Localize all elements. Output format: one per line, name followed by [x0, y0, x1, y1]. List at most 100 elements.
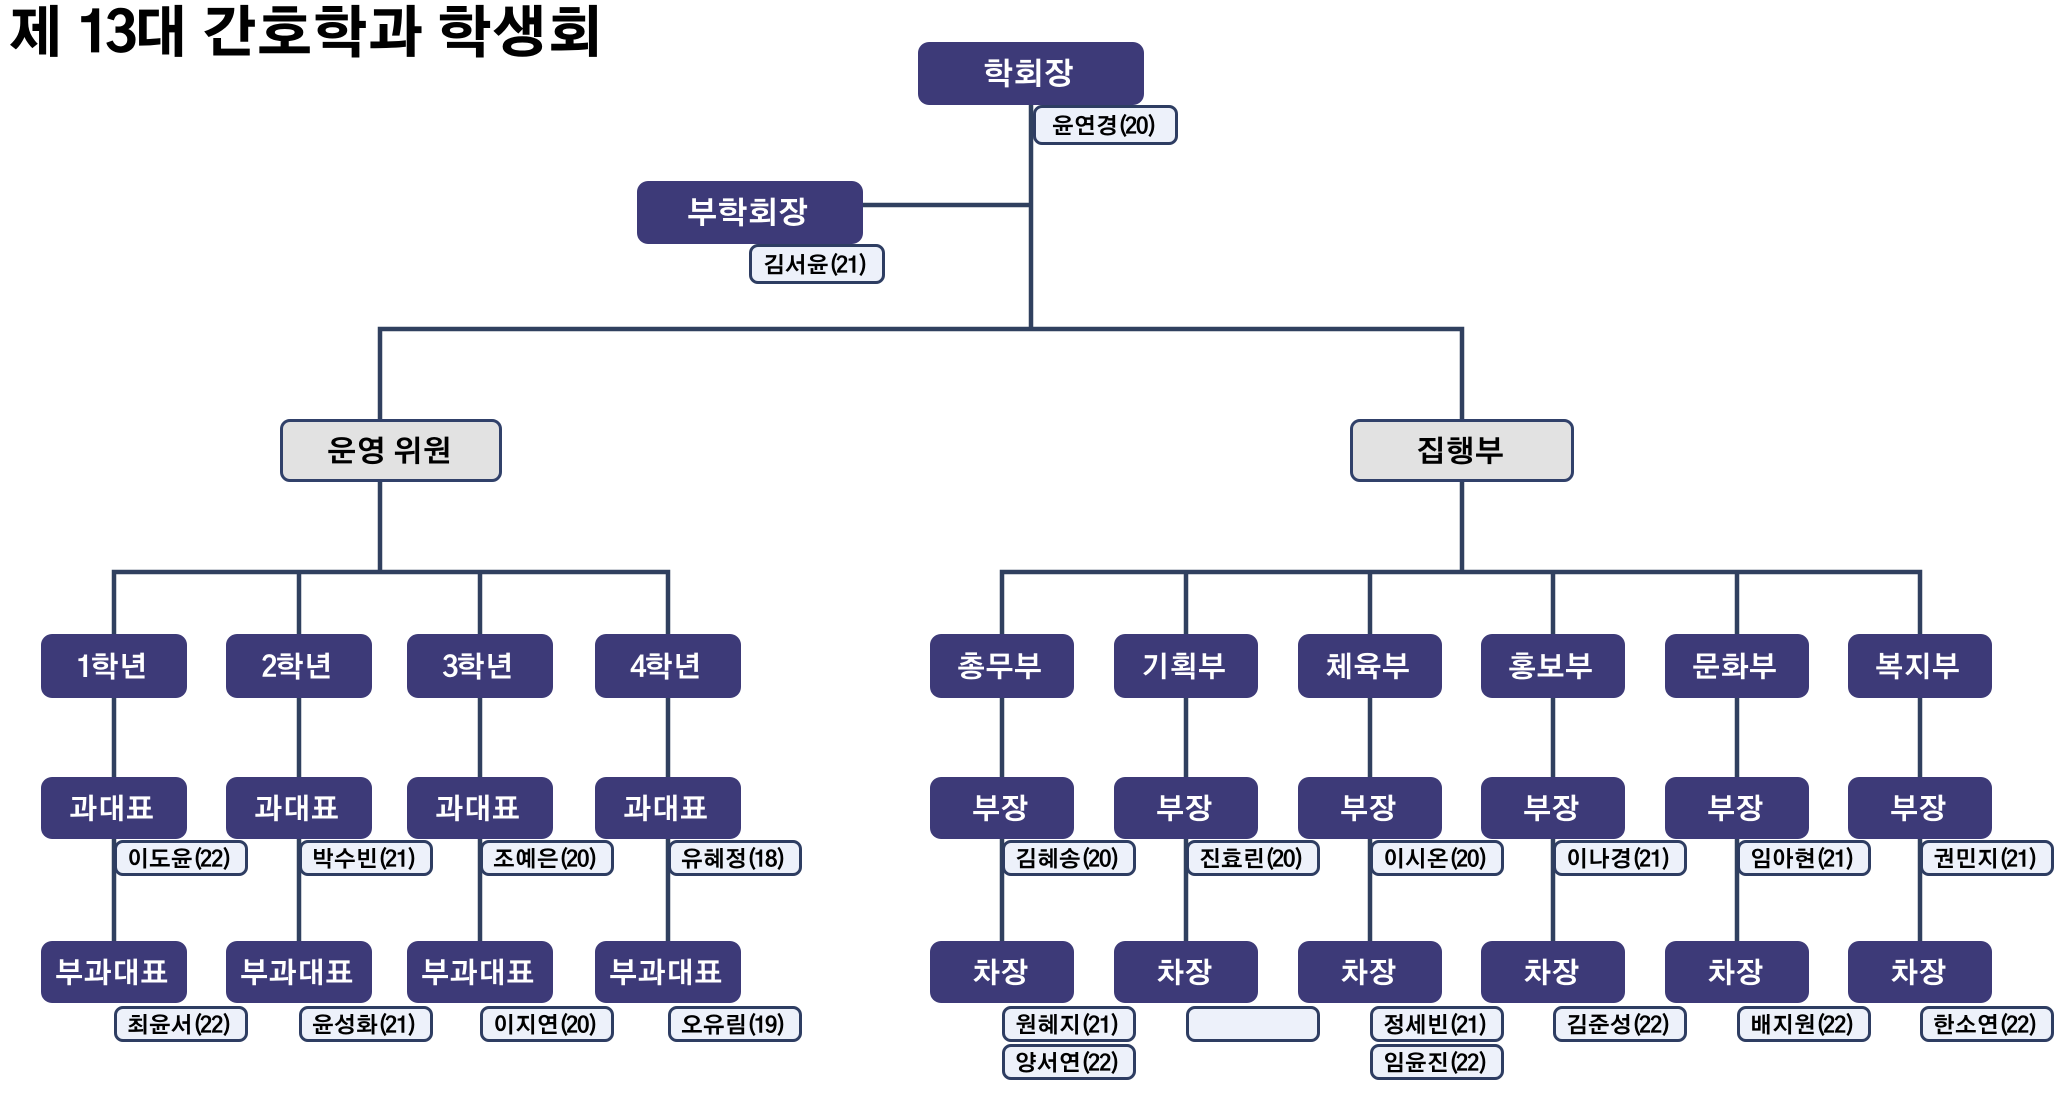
tag-name-0-0-1-0-text — [128, 1012, 230, 1036]
page-title: 제 13대 간호학과 학생회 — [8, 4, 603, 63]
node-president: 학회장 — [918, 42, 1144, 105]
node-unit-1-2-text — [1326, 652, 1410, 680]
node-unit-1-0: 총무부 — [930, 634, 1074, 698]
node-role-1-1-0-text — [1156, 794, 1212, 822]
node-role-0-3-0: 과대표 — [595, 777, 741, 839]
node-role-1-2-1-text — [1341, 958, 1396, 985]
tag-president-name-text — [1052, 113, 1155, 137]
node-role-1-0-1: 차장 — [930, 941, 1074, 1003]
node-role-0-0-0: 과대표 — [41, 777, 187, 839]
page-title-text — [10, 4, 597, 58]
tag-name-1-3-1-0-text — [1567, 1012, 1669, 1036]
node-role-1-1-1-text — [1157, 958, 1212, 985]
tag-name-0-0-0-0-text — [129, 846, 230, 870]
node-role-1-2-0-text — [1340, 794, 1396, 822]
node-role-0-3-1-text — [610, 958, 722, 986]
tag-name-0-2-0-0-text — [494, 846, 596, 870]
tag-name-1-0-0-0-text — [1016, 846, 1118, 870]
tag-name-1-0-1-1-text — [1016, 1050, 1118, 1074]
node-unit-0-3: 4학년 — [595, 634, 741, 698]
node-role-0-2-1: 부과대표 — [407, 941, 553, 1003]
tag-name-1-2-0-0-text — [1385, 846, 1486, 870]
tag-name-1-4-1-0-text — [1752, 1012, 1853, 1036]
tag-name-1-1-1-0-label — [1253, 1024, 1254, 1025]
tag-name-1-4-1-0: 배지원(22) — [1737, 1006, 1871, 1042]
node-role-1-0-0: 부장 — [930, 777, 1074, 839]
tag-name-1-0-1-1: 양서연(22) — [1002, 1044, 1136, 1080]
tag-vice-president-name: 김서윤(21) — [749, 244, 885, 284]
node-unit-1-5: 복지부 — [1848, 634, 1992, 698]
node-role-1-3-0-text — [1523, 794, 1579, 822]
node-role-0-3-0-text — [624, 794, 708, 821]
tag-name-1-5-0-0: 권민지(21) — [1920, 840, 2054, 876]
node-role-1-0-0-text — [972, 794, 1028, 822]
node-unit-1-4-text — [1693, 652, 1777, 680]
node-unit-1-1: 기획부 — [1114, 634, 1258, 698]
node-vice-president-text — [688, 197, 808, 227]
tag-name-0-3-1-0-text — [682, 1012, 784, 1036]
node-unit-0-1: 2학년 — [226, 634, 372, 698]
node-role-1-1-1: 차장 — [1114, 941, 1258, 1003]
node-vice-president: 부학회장 — [637, 181, 863, 244]
tag-name-1-1-0-0: 진효린(20) — [1186, 840, 1320, 876]
tag-vice-president-name-text — [764, 252, 866, 276]
node-unit-0-3-text — [631, 652, 700, 680]
node-role-1-3-0: 부장 — [1481, 777, 1625, 839]
tag-president-name: 윤연경(20) — [1033, 105, 1178, 145]
tag-name-0-3-0-0-text — [682, 846, 784, 870]
tag-name-1-2-1-0-text — [1384, 1012, 1486, 1036]
node-role-1-2-1: 차장 — [1298, 941, 1442, 1003]
tag-name-0-2-1-0-text — [495, 1012, 596, 1036]
node-unit-1-1-text — [1143, 652, 1226, 680]
node-unit-1-0-text — [958, 652, 1042, 680]
node-role-1-4-0-text — [1707, 794, 1763, 822]
tag-name-0-1-0-0: 박수빈(21) — [299, 840, 433, 876]
node-unit-0-0-text — [78, 652, 146, 680]
tag-name-1-3-1-0: 김준성(22) — [1553, 1006, 1687, 1042]
node-unit-0-2: 3학년 — [407, 634, 553, 698]
node-role-0-1-1: 부과대표 — [226, 941, 372, 1003]
tag-name-1-5-0-0-text — [1934, 846, 2036, 870]
node-role-0-0-1: 부과대표 — [41, 941, 187, 1003]
node-role-1-3-1-text — [1524, 958, 1579, 985]
tag-name-1-2-1-1-text — [1385, 1050, 1486, 1074]
tag-name-0-0-1-0: 최윤서(22) — [114, 1006, 248, 1042]
node-president-text — [985, 58, 1074, 88]
node-unit-1-5-text — [1876, 652, 1960, 680]
node-role-1-4-0: 부장 — [1665, 777, 1809, 839]
node-role-0-1-0-text — [255, 794, 339, 821]
node-role-1-3-1: 차장 — [1481, 941, 1625, 1003]
node-unit-0-1-text — [262, 652, 331, 680]
node-role-1-0-1-text — [973, 958, 1028, 985]
tag-name-0-3-1-0: 오유림(19) — [668, 1006, 802, 1042]
tag-name-0-1-1-0: 윤성화(21) — [299, 1006, 433, 1042]
tag-name-1-5-1-0: 한소연(22) — [1920, 1006, 2054, 1042]
tag-name-0-1-0-0-text — [314, 846, 415, 870]
node-role-1-4-1-text — [1708, 958, 1763, 985]
node-unit-0-0: 1학년 — [41, 634, 187, 698]
tag-name-1-0-1-0-text — [1016, 1012, 1118, 1036]
node-group-executive: 집행부 — [1350, 419, 1574, 482]
node-role-0-1-1-text — [241, 958, 353, 986]
node-unit-0-2-text — [443, 652, 512, 680]
node-role-0-0-0-text — [70, 794, 154, 821]
tag-name-0-3-0-0: 유혜정(18) — [668, 840, 802, 876]
node-unit-1-4: 문화부 — [1665, 634, 1809, 698]
node-role-0-1-0: 과대표 — [226, 777, 372, 839]
tag-name-1-4-0-0: 임아현(21) — [1737, 840, 1871, 876]
node-role-1-5-1-text — [1891, 958, 1946, 985]
node-role-0-2-1-text — [422, 958, 534, 986]
tag-name-0-2-0-0: 조예은(20) — [480, 840, 614, 876]
node-role-0-2-0: 과대표 — [407, 777, 553, 839]
node-unit-1-3: 홍보부 — [1481, 634, 1625, 698]
tag-name-1-0-1-0: 원혜지(21) — [1002, 1006, 1136, 1042]
tag-name-1-1-0-0-text — [1200, 846, 1302, 870]
tag-name-1-2-1-0: 정세빈(21) — [1370, 1006, 1504, 1042]
tag-name-0-2-1-0: 이지연(20) — [480, 1006, 614, 1042]
tag-name-1-3-0-0-text — [1568, 846, 1669, 870]
node-group-operating-committee: 운영 위원 — [280, 419, 502, 482]
node-group-executive-text — [1417, 436, 1503, 465]
node-role-1-2-0: 부장 — [1298, 777, 1442, 839]
tag-name-1-3-0-0: 이나경(21) — [1553, 840, 1687, 876]
